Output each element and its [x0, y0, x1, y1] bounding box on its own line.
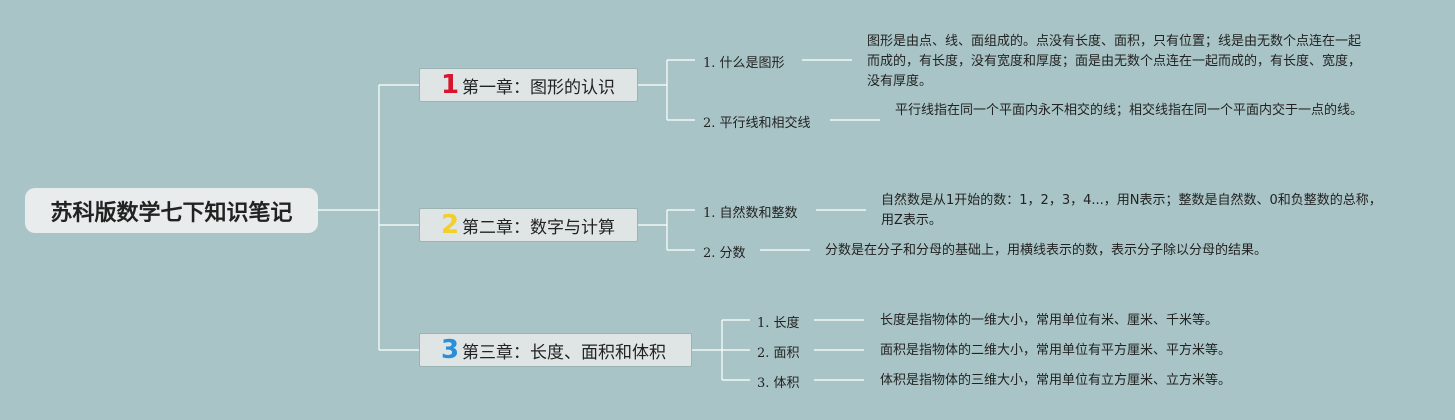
desc-3-1: 长度是指物体的一维大小，常用单位有米、厘米、千米等。 — [880, 313, 1219, 328]
desc-1-2: 平行线指在同一个平面内永不相交的线；相交线指在同一个平面内交于一点的线。 — [895, 103, 1364, 118]
chapter-node-1[interactable]: 1 第一章：图形的认识 — [419, 68, 638, 102]
topic-2-1[interactable]: 1. 自然数和整数 — [703, 206, 798, 221]
chapter-title-2: 第二章：数字与计算 — [462, 217, 615, 238]
root-title: 苏科版数学七下知识笔记 — [50, 200, 293, 226]
topic-1-2[interactable]: 2. 平行线和相交线 — [703, 116, 811, 131]
chapter-title-1: 第一章：图形的认识 — [462, 77, 615, 98]
topic-3-2[interactable]: 2. 面积 — [757, 346, 800, 361]
topic-2-2[interactable]: 2. 分数 — [703, 246, 746, 261]
chapter-number-2: 2 — [440, 210, 460, 240]
chapter-node-2[interactable]: 2 第二章：数字与计算 — [419, 208, 638, 242]
desc-2-2: 分数是在分子和分母的基础上，用横线表示的数，表示分子除以分母的结果。 — [825, 243, 1268, 258]
desc-3-2: 面积是指物体的二维大小，常用单位有平方厘米、平方米等。 — [880, 343, 1232, 358]
desc-3-3: 体积是指物体的三维大小，常用单位有立方厘米、立方米等。 — [880, 373, 1232, 388]
chapter-number-1: 1 — [440, 70, 460, 100]
topic-3-1[interactable]: 1. 长度 — [757, 316, 800, 331]
chapter-number-3: 3 — [440, 335, 460, 365]
chapter-title-3: 第三章：长度、面积和体积 — [462, 342, 666, 363]
chapter-node-3[interactable]: 3 第三章：长度、面积和体积 — [419, 333, 692, 367]
topic-3-3[interactable]: 3. 体积 — [757, 376, 800, 391]
desc-1-1: 图形是由点、线、面组成的。点没有长度、面积，只有位置；线是由无数个点连在一起而成… — [867, 34, 1362, 89]
topic-1-1[interactable]: 1. 什么是图形 — [703, 56, 785, 71]
desc-2-1: 自然数是从1开始的数：1，2，3，4...，用N表示；整数是自然数、0和负整数的… — [881, 193, 1382, 228]
root-node[interactable]: 苏科版数学七下知识笔记 — [25, 188, 318, 233]
